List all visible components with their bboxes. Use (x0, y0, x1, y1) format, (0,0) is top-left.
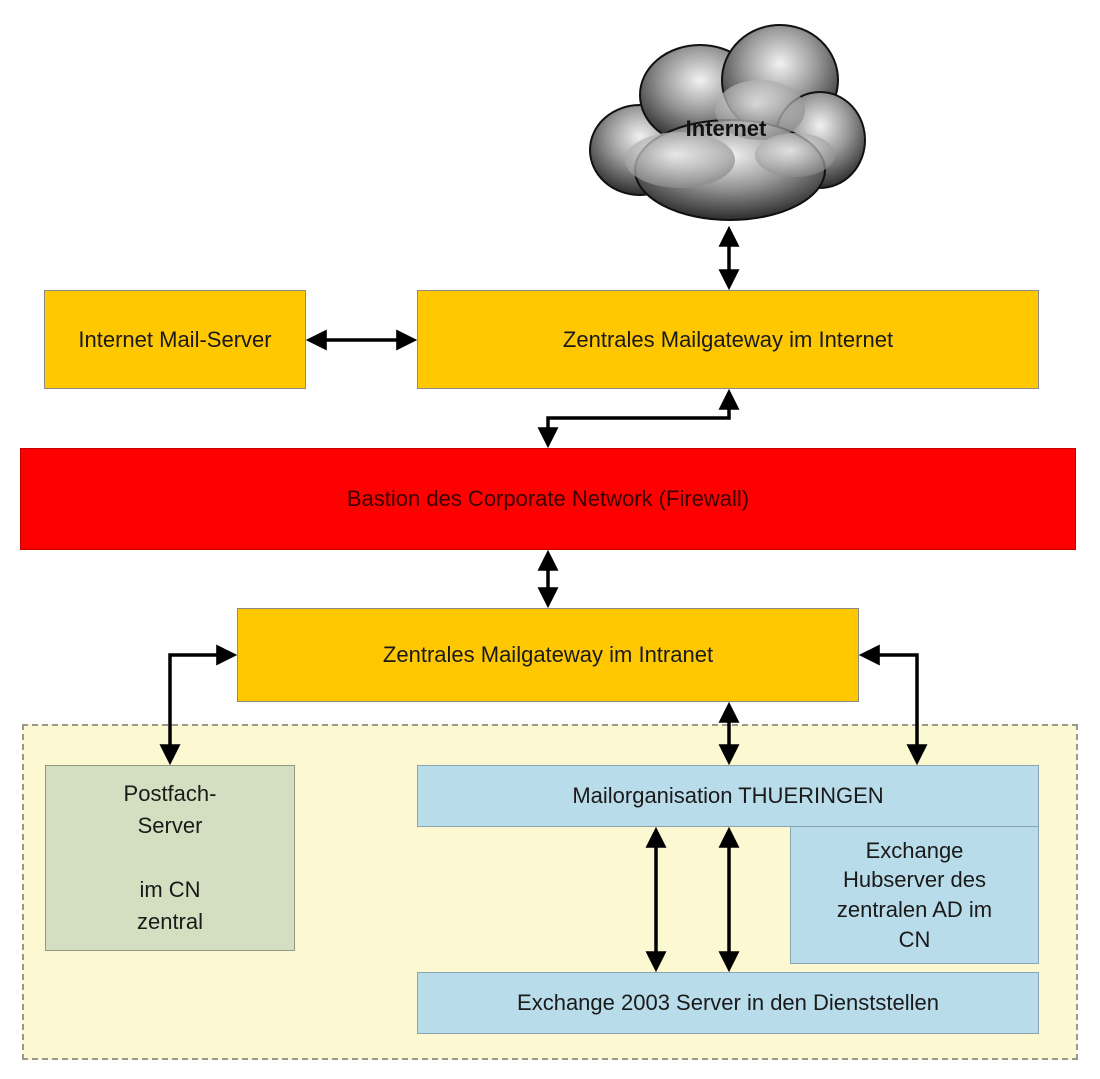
arrow-intranet-mailorg-right (858, 644, 928, 766)
gateway-intranet-box: Zentrales Mailgateway im Intranet (237, 608, 859, 702)
mailorganisation-box: Mailorganisation THUERINGEN (417, 765, 1039, 827)
hubserver-box: Exchange Hubserver des zentralen AD im C… (790, 826, 1039, 964)
gateway-intranet-label: Zentrales Mailgateway im Intranet (382, 642, 714, 667)
hubserver-label: Exchange Hubserver des zentralen AD im C… (836, 837, 993, 952)
internet-mail-server-label: Internet Mail-Server (78, 326, 272, 352)
exchange2003-box: Exchange 2003 Server in den Dienststelle… (417, 972, 1039, 1034)
mailorganisation-label: Mailorganisation THUERINGEN (572, 783, 884, 808)
arrow-gateway-firewall (537, 388, 740, 449)
gateway-internet-box: Zentrales Mailgateway im Internet (417, 290, 1039, 389)
postfach-server-box: Postfach- Server im CN zentral (45, 765, 295, 951)
gateway-internet-label: Zentrales Mailgateway im Internet (562, 326, 894, 352)
firewall-bastion-box: Bastion des Corporate Network (Firewall) (20, 448, 1076, 550)
firewall-bastion-label: Bastion des Corporate Network (Firewall) (346, 486, 750, 511)
internet-mail-server-box: Internet Mail-Server (44, 290, 306, 389)
exchange2003-label: Exchange 2003 Server in den Dienststelle… (517, 990, 939, 1015)
postfach-server-label: Postfach- Server im CN zentral (123, 781, 217, 934)
internet-cloud-label: Internet (685, 116, 767, 141)
arrow-intranet-postfach (159, 644, 238, 766)
